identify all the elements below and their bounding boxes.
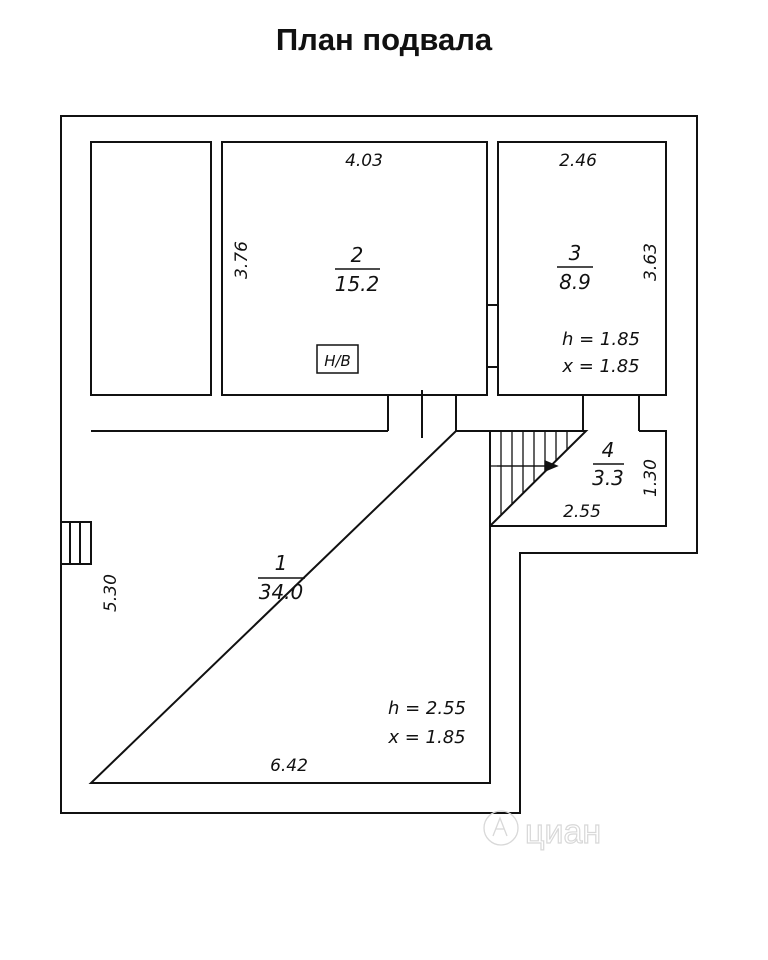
ceiling-height-label: h = 1.85: [562, 329, 640, 350]
dimension-label: 4.03: [345, 151, 383, 171]
stair-arrow-head: [544, 460, 559, 472]
window: [60, 521, 92, 565]
dimension-label: 3.76: [232, 241, 252, 279]
dimension-label: 2.46: [559, 151, 597, 171]
storage-area: [90, 141, 212, 396]
outer-wall: [60, 115, 698, 814]
dimension-label: 3.63: [641, 243, 661, 281]
floor-level-label: x = 1.85: [561, 356, 639, 377]
room-number: 4: [602, 438, 615, 462]
room-area: 15.2: [335, 272, 380, 296]
utility-box: [316, 344, 359, 374]
utility-label: Н/В: [324, 352, 351, 370]
dimension-label: 5.30: [101, 574, 121, 612]
room-area: 3.3: [592, 466, 624, 490]
room-area: 8.9: [559, 270, 591, 294]
dimension-label: 1.30: [641, 459, 661, 497]
room-number: 3: [569, 241, 582, 265]
room-1-outline: [88, 430, 491, 784]
watermark: циан: [525, 813, 601, 851]
room-number: 2: [351, 243, 364, 267]
room-area: 34.0: [259, 580, 304, 604]
dimension-label: 6.42: [270, 756, 308, 776]
staircase: [489, 430, 589, 527]
ceiling-height-label: h = 2.55: [388, 698, 466, 719]
floor-level-label: x = 1.85: [387, 727, 465, 748]
room-number: 1: [275, 551, 288, 575]
watermark-logo: [483, 810, 519, 846]
dimension-label: 2.55: [563, 502, 601, 522]
stair-treads: [490, 431, 568, 515]
page-title: План подвала: [275, 22, 493, 57]
